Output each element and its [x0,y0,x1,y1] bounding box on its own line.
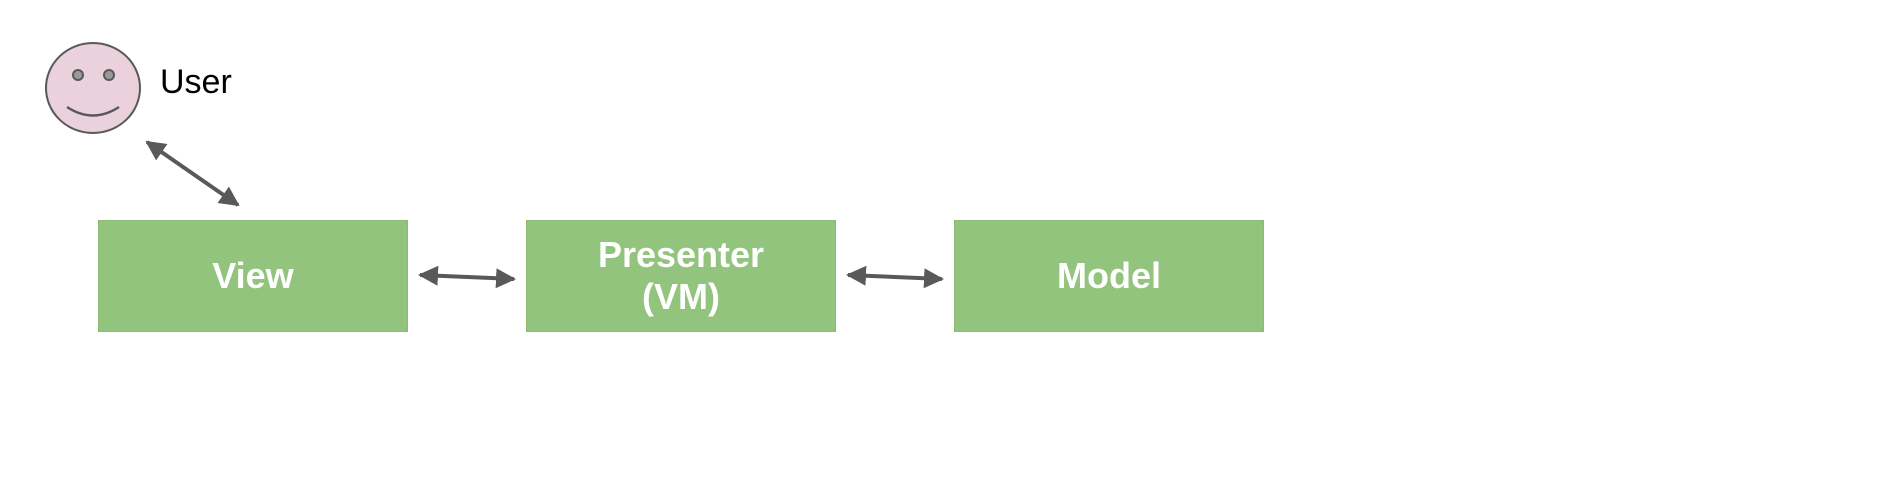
presenter-model-arrow-icon [846,265,944,289]
right-eye [103,69,115,81]
view-presenter-arrow-icon [418,265,516,289]
view-label: View [212,255,294,296]
user-view-arrow-icon [145,140,240,207]
left-eye [72,69,84,81]
presenter-box: Presenter (VM) [526,220,836,332]
presenter-label-line1: Presenter [597,234,765,275]
smile [66,105,120,117]
model-label: Model [1057,255,1161,296]
user-label: User [160,63,232,101]
presenter-label: Presenter (VM) [598,234,764,318]
view-box: View [98,220,408,332]
model-box: Model [954,220,1264,332]
smiley-face-icon [45,42,141,134]
presenter-label-line2: (VM) [642,276,720,317]
